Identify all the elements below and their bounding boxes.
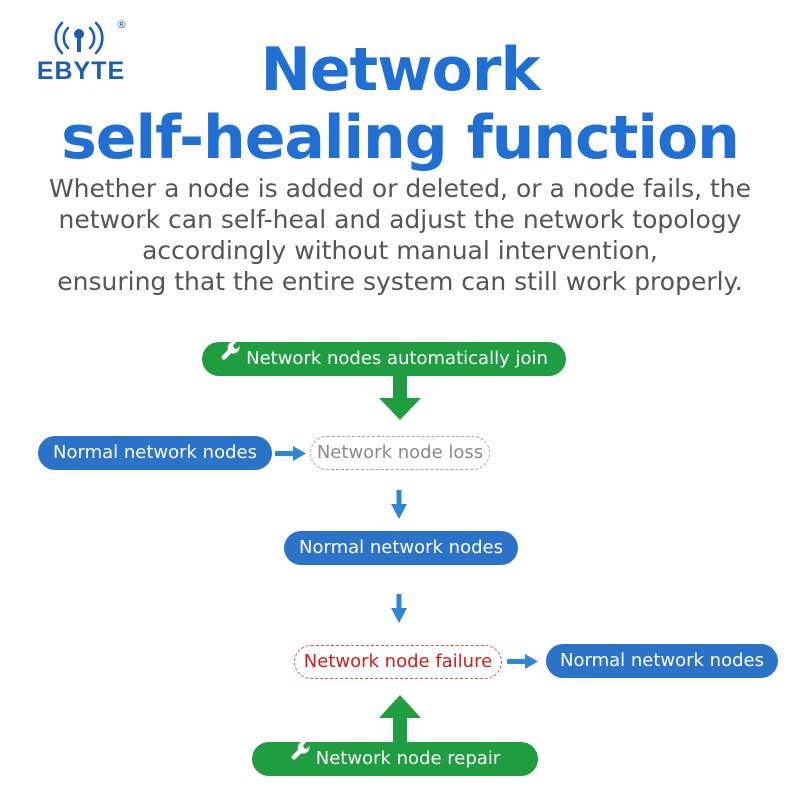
registered-mark: ® (116, 18, 127, 31)
node-normal-right: Normal network nodes (546, 644, 778, 678)
wireless-signal-icon (54, 21, 104, 55)
ebyte-logo: ® EBYTE (22, 18, 140, 90)
blue-arrow-down (391, 490, 407, 519)
description: Whether a node is added or deleted, or a… (10, 173, 790, 297)
wrench-icon (290, 740, 312, 774)
description-line: accordingly without manual intervention, (142, 236, 658, 265)
page-title-line2: self-healing function (61, 103, 740, 173)
node-auto-join-label: Network nodes automatically join (246, 348, 548, 369)
page-title-line1: Network (260, 35, 541, 105)
blue-arrow-right (507, 654, 538, 669)
blue-arrow-down (391, 594, 407, 623)
node-loss: Network node loss (310, 436, 490, 470)
node-repair-label: Network node repair (315, 748, 501, 769)
green-arrow-up (379, 695, 421, 742)
description-line: ensuring that the entire system can stil… (57, 267, 743, 296)
green-arrow-down (379, 376, 421, 420)
logo-brand-text: EBYTE (36, 57, 126, 85)
blue-arrow-right (275, 446, 306, 461)
description-line: Whether a node is added or deleted, or a… (48, 174, 752, 203)
node-repair: Network node repair (252, 740, 538, 776)
node-normal-left: Normal network nodes (38, 436, 272, 470)
node-normal-center: Normal network nodes (284, 531, 518, 565)
node-failure: Network node failure (294, 645, 502, 679)
node-auto-join: Network nodes automatically join (202, 340, 566, 376)
description-line: network can self-heal and adjust the net… (58, 205, 742, 234)
wrench-icon (220, 340, 242, 374)
